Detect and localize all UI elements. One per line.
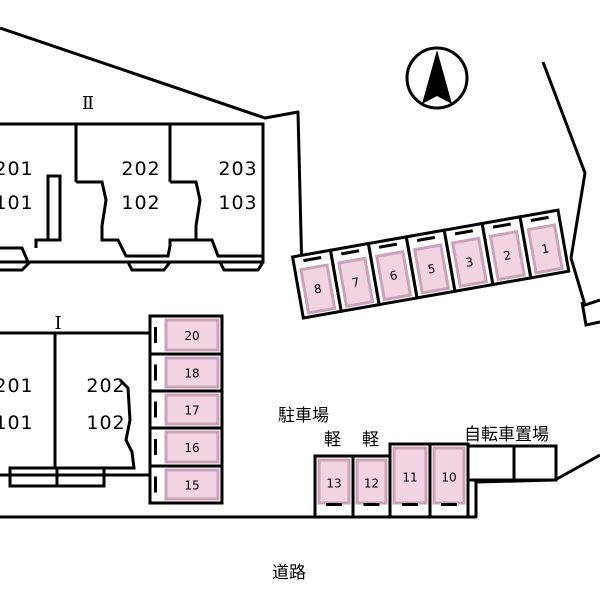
wheel-stop xyxy=(303,255,322,263)
wheel-stop xyxy=(454,229,474,236)
building-1-labels: Ⅰ 201 101 202 102 xyxy=(0,313,125,434)
unit-label: 102 xyxy=(86,412,125,434)
wheel-stop xyxy=(154,476,157,493)
slot-number: 2 xyxy=(502,248,512,263)
unit-label: 202 xyxy=(121,158,160,180)
wheel-stop xyxy=(326,503,342,506)
building-2 xyxy=(0,122,265,272)
slot-number: 1 xyxy=(540,241,550,256)
slot-fill xyxy=(164,468,220,501)
north-arrow-icon xyxy=(405,46,469,110)
slot-fill xyxy=(526,223,564,275)
unit-label: 202 xyxy=(86,375,125,397)
unit-label: 201 xyxy=(0,375,34,397)
slot-number: 12 xyxy=(364,477,379,491)
parking-north-end xyxy=(569,257,600,327)
building-2-labels: Ⅱ 201 101 202 102 203 103 xyxy=(0,93,257,214)
unit-label: 103 xyxy=(218,192,257,214)
slot-number: 6 xyxy=(389,268,399,283)
slot-number: 8 xyxy=(313,281,323,296)
slot-fill xyxy=(299,263,337,315)
slot-number: 5 xyxy=(427,261,437,276)
slot-number: 20 xyxy=(184,329,199,343)
parking-slot: 5 xyxy=(404,228,457,300)
slot-number: 17 xyxy=(184,404,199,418)
parking-slot: 2 xyxy=(480,215,533,287)
parking-slot: 17 xyxy=(148,389,224,430)
parking-west-column: 20 18 17 16 15 xyxy=(148,314,224,505)
wheel-stop xyxy=(154,401,157,418)
parking-slot: 3 xyxy=(442,221,495,293)
slot-number: 11 xyxy=(402,471,417,485)
slot-number: 7 xyxy=(351,275,361,290)
slot-fill xyxy=(337,256,375,309)
wheel-stop xyxy=(154,327,157,343)
slot-fill xyxy=(488,229,526,282)
parking-slot: 12 xyxy=(351,454,392,519)
slot-fill xyxy=(164,430,220,464)
wheel-stop xyxy=(363,503,380,506)
road-label: 道路 xyxy=(272,563,306,583)
parking-slot: 20 xyxy=(148,314,224,356)
kei-label: 軽 xyxy=(362,430,379,450)
slot-number: 3 xyxy=(464,255,474,270)
building-2-name: Ⅱ xyxy=(82,93,94,114)
parking-slot: 15 xyxy=(148,464,224,505)
parking-lot-label: 駐車場 xyxy=(278,406,329,426)
bicycle-parking-label: 自転車置場 xyxy=(464,425,549,445)
slot-fill xyxy=(164,393,220,426)
wheel-stop xyxy=(402,503,418,506)
slot-fill xyxy=(375,249,413,302)
wheel-stop xyxy=(441,503,457,506)
building-1-name: Ⅰ xyxy=(54,313,61,334)
parking-south-row: 13 12 11 10 xyxy=(313,442,470,519)
parking-slot: 1 xyxy=(518,208,571,280)
wheel-stop xyxy=(154,364,157,381)
slot-fill xyxy=(392,446,428,505)
parking-slot: 13 xyxy=(313,454,355,519)
wheel-stop xyxy=(378,242,398,249)
slot-fill xyxy=(412,243,451,295)
wheel-stop xyxy=(492,222,511,229)
parking-slot: 8 xyxy=(290,248,344,320)
slot-fill xyxy=(450,236,489,288)
slot-fill xyxy=(164,318,220,352)
kei-label: 軽 xyxy=(324,430,341,450)
slot-fill xyxy=(355,458,388,505)
slot-number: 13 xyxy=(326,477,341,491)
parking-slot: 11 xyxy=(388,442,432,519)
bicycle-parking xyxy=(466,444,558,482)
parking-slot: 10 xyxy=(428,442,470,519)
slot-number: 16 xyxy=(184,441,199,455)
wheel-stop xyxy=(416,235,436,243)
unit-label: 201 xyxy=(0,158,34,180)
unit-label: 101 xyxy=(0,192,34,214)
slot-fill xyxy=(164,356,220,389)
wheel-stop xyxy=(530,215,549,222)
parking-slot: 6 xyxy=(366,235,419,307)
slot-number: 15 xyxy=(184,479,199,493)
parking-slot: 18 xyxy=(148,352,224,393)
unit-label: 101 xyxy=(0,412,34,434)
slot-number: 10 xyxy=(441,471,456,485)
unit-label: 102 xyxy=(121,192,160,214)
wheel-stop xyxy=(341,249,360,256)
parking-north-row: 8 7 6 5 3 2 1 xyxy=(290,208,571,320)
unit-label: 203 xyxy=(218,158,257,180)
building-1 xyxy=(0,331,152,488)
parking-slot: 16 xyxy=(148,426,224,468)
slot-number: 18 xyxy=(184,367,199,381)
wheel-stop xyxy=(154,439,157,455)
